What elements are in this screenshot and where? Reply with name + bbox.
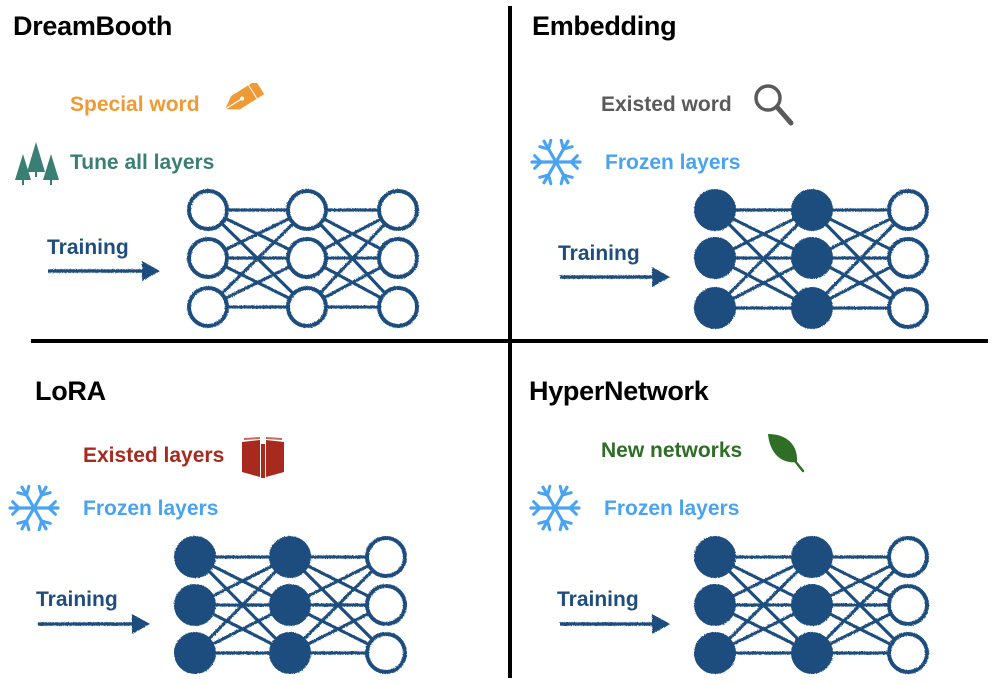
quadrant-title: DreamBooth <box>13 11 173 41</box>
network-node-trainable <box>187 286 229 328</box>
magnifier-icon <box>754 84 794 126</box>
network-edge <box>713 555 814 655</box>
primary-label: Existed word <box>601 93 732 116</box>
network-node-frozen <box>694 189 736 231</box>
network-node-trainable <box>887 536 929 578</box>
network-node-trainable <box>365 584 407 626</box>
secondary-label: Frozen layers <box>83 497 219 520</box>
network-edge <box>713 208 814 310</box>
neural-network <box>187 189 419 328</box>
horizontal-divider <box>31 339 988 343</box>
network-node-frozen <box>791 237 833 279</box>
network-node-frozen <box>174 584 216 626</box>
network-node-trainable <box>887 632 929 674</box>
quadrant-title: HyperNetwork <box>529 376 709 406</box>
network-node-trainable <box>187 189 229 231</box>
network-node-trainable <box>365 536 407 578</box>
neural-network <box>694 536 929 674</box>
network-node-trainable <box>887 237 929 279</box>
network-edge <box>193 555 292 655</box>
network-node-frozen <box>694 632 736 674</box>
primary-label: Existed layers <box>83 444 225 467</box>
network-node-frozen <box>791 287 833 329</box>
secondary-label: Tune all layers <box>70 151 215 174</box>
training-label: Training <box>36 588 118 611</box>
network-edge <box>305 208 400 309</box>
leaf-icon <box>768 434 805 473</box>
network-node-trainable <box>286 189 328 231</box>
network-node-trainable <box>377 189 419 231</box>
network-edge <box>288 555 388 655</box>
training-label: Training <box>558 242 640 265</box>
book-icon <box>242 437 284 478</box>
network-node-frozen <box>174 536 216 578</box>
network-node-trainable <box>377 286 419 328</box>
pen-nib-icon <box>224 83 265 110</box>
network-node-frozen <box>694 536 736 578</box>
network-node-trainable <box>187 237 229 279</box>
network-node-frozen <box>694 237 736 279</box>
network-edge <box>206 208 309 309</box>
secondary-label: Frozen layers <box>604 497 740 520</box>
network-node-frozen <box>269 632 311 674</box>
neural-network <box>694 189 929 329</box>
secondary-label: Frozen layers <box>605 151 741 174</box>
training-arrow-icon <box>560 267 670 287</box>
snowflake-icon <box>530 138 582 186</box>
network-node-frozen <box>694 584 736 626</box>
snowflake-icon <box>8 484 60 532</box>
network-node-frozen <box>269 536 311 578</box>
network-edge <box>810 555 910 655</box>
network-node-frozen <box>791 584 833 626</box>
primary-label: Special word <box>70 93 200 116</box>
network-node-frozen <box>791 632 833 674</box>
network-node-trainable <box>887 584 929 626</box>
network-node-trainable <box>286 286 328 328</box>
quadrant-title: LoRA <box>35 376 106 406</box>
snowflake-icon <box>529 484 581 532</box>
network-node-frozen <box>694 287 736 329</box>
training-arrow-icon <box>48 261 160 281</box>
training-label: Training <box>47 236 129 259</box>
training-arrow-icon <box>560 614 670 634</box>
network-node-trainable <box>365 632 407 674</box>
network-node-trainable <box>377 237 419 279</box>
network-node-trainable <box>887 189 929 231</box>
network-node-frozen <box>791 189 833 231</box>
primary-label: New networks <box>601 439 743 462</box>
training-arrow-icon <box>38 614 150 634</box>
network-node-frozen <box>269 584 311 626</box>
network-node-frozen <box>174 632 216 674</box>
quadrant-title: Embedding <box>532 11 677 41</box>
training-label: Training <box>557 588 639 611</box>
network-edge <box>810 208 910 310</box>
network-node-trainable <box>887 287 929 329</box>
neural-network <box>174 536 407 674</box>
network-node-trainable <box>286 237 328 279</box>
network-node-frozen <box>791 536 833 578</box>
trees-icon <box>15 142 59 185</box>
